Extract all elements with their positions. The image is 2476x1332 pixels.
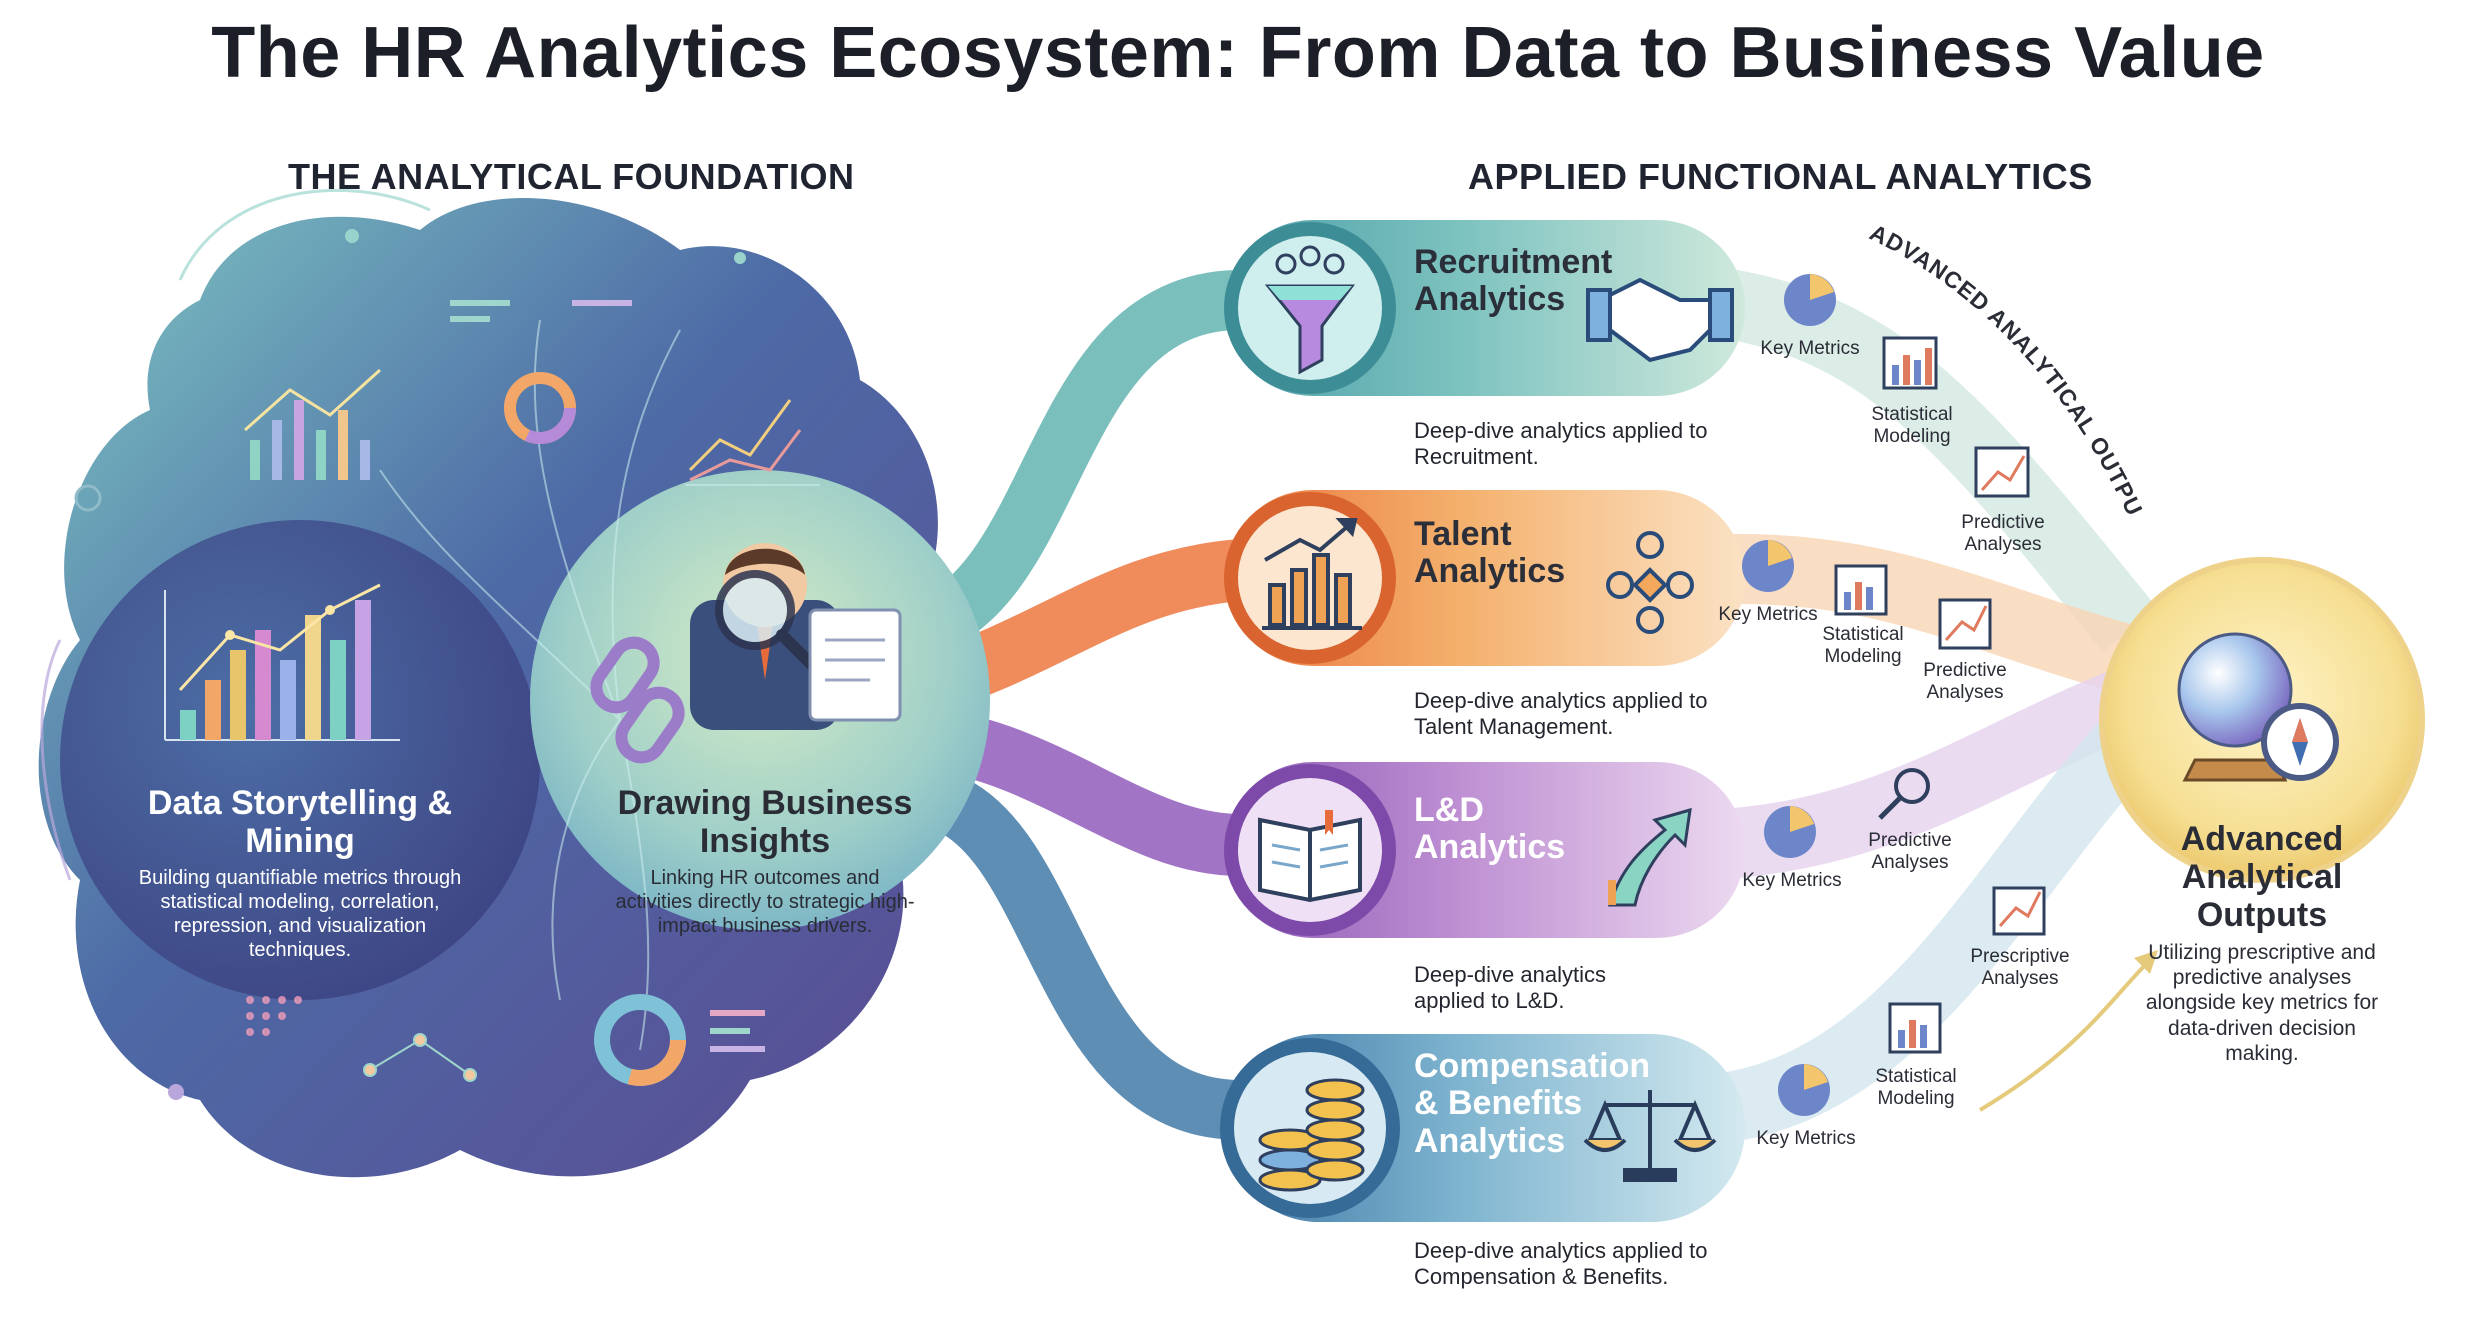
top-line-chart-icon: [685, 399, 820, 486]
person-magnifier-icon: [690, 543, 902, 730]
top-donut-icon: [450, 300, 632, 444]
key-metrics-icon: [1778, 1064, 1830, 1116]
output-label: Predictive Analyses: [1961, 512, 2045, 555]
predictive-analyses-icon: [1878, 768, 1930, 820]
band-title-compensation: Compensation & Benefits Analytics: [1414, 1047, 1651, 1160]
statistical-modeling-icon: [1882, 336, 1938, 390]
svg-text:ADVANCED ANALYTICAL OUTPUTS: ADVANCED ANALYTICAL OUTPUTS: [0, 0, 2148, 520]
output-label: Key Metrics: [1742, 870, 1842, 891]
key-metrics-icon: [1742, 540, 1794, 592]
output-label: Statistical Modeling: [1871, 404, 1953, 447]
output-label: Prescriptive Analyses: [1970, 946, 2070, 989]
storytelling-chart-icon: [164, 583, 400, 741]
prescriptive-analyses-icon: [1992, 886, 2046, 936]
output-label: Predictive Analyses: [1868, 830, 1952, 873]
team-network-icon: [1606, 531, 1694, 634]
predictive-analyses-icon: [1938, 598, 1992, 650]
output-label: Statistical Modeling: [1822, 624, 1904, 667]
top-bar-chart-icon: [244, 368, 382, 480]
growth-chart-icon: [1262, 518, 1362, 630]
page-title: The HR Analytics Ecosystem: From Data to…: [211, 13, 2265, 93]
output-label: Key Metrics: [1756, 1128, 1856, 1149]
band-desc-recruitment: Deep-dive analytics applied to Recruitme…: [1414, 418, 1708, 470]
output-label: Predictive Analyses: [1923, 660, 2007, 703]
insights-body: Linking HR outcomes and activities direc…: [615, 867, 915, 937]
statistical-modeling-icon: [1888, 1002, 1942, 1054]
handshake-icon: [1586, 277, 1734, 363]
key-metrics-icon: [1784, 274, 1836, 326]
applied-heading: APPLIED FUNCTIONAL ANALYTICS: [1468, 156, 2093, 197]
storytelling-circle: [60, 520, 540, 1000]
chain-link-icon: [590, 636, 685, 764]
statistical-modeling-icon: [1834, 564, 1888, 616]
output-label: Key Metrics: [1718, 604, 1818, 625]
foundation-heading: THE ANALYTICAL FOUNDATION: [288, 156, 855, 197]
bottom-donut-icon: [594, 994, 765, 1086]
band-desc-talent: Deep-dive analytics applied to Talent Ma…: [1414, 688, 1708, 740]
band-title-recruitment: Recruitment Analytics: [1414, 243, 1613, 319]
coin-stack-icon: [1258, 1078, 1365, 1192]
predictive-analyses-icon: [1974, 446, 2030, 498]
bottom-network-icon: [363, 1033, 477, 1082]
insights-title: Drawing Business Insights: [617, 784, 913, 861]
compass-icon: [2261, 703, 2339, 781]
open-book-icon: [1258, 810, 1362, 903]
storytelling-title: Data Storytelling & Mining: [147, 784, 453, 861]
bottom-dot-matrix-icon: [246, 996, 302, 1036]
output-body: Utilizing prescriptive and predictive an…: [2145, 941, 2379, 1065]
crystal-ball-icon: [2177, 632, 2293, 782]
band-desc-compensation: Deep-dive analytics applied to Compensat…: [1414, 1238, 1708, 1290]
arc-label: ADVANCED ANALYTICAL OUTPUTS: [0, 0, 2147, 520]
funnel-icon: [1264, 245, 1355, 375]
balance-scale-icon: [1583, 1090, 1717, 1182]
output-title: Advanced Analytical Outputs: [2180, 820, 2344, 935]
output-label: Statistical Modeling: [1875, 1066, 1957, 1109]
output-label: Key Metrics: [1760, 338, 1860, 359]
band-title-talent: Talent Analytics: [1414, 515, 1566, 591]
growth-arrow-icon: [1608, 807, 1692, 907]
storytelling-body: Building quantifiable metrics through st…: [138, 867, 462, 961]
band-title-ld: L&D Analytics: [1414, 791, 1566, 867]
band-desc-ld: Deep-dive analytics applied to L&D.: [1414, 962, 1606, 1014]
key-metrics-icon: [1764, 806, 1816, 858]
